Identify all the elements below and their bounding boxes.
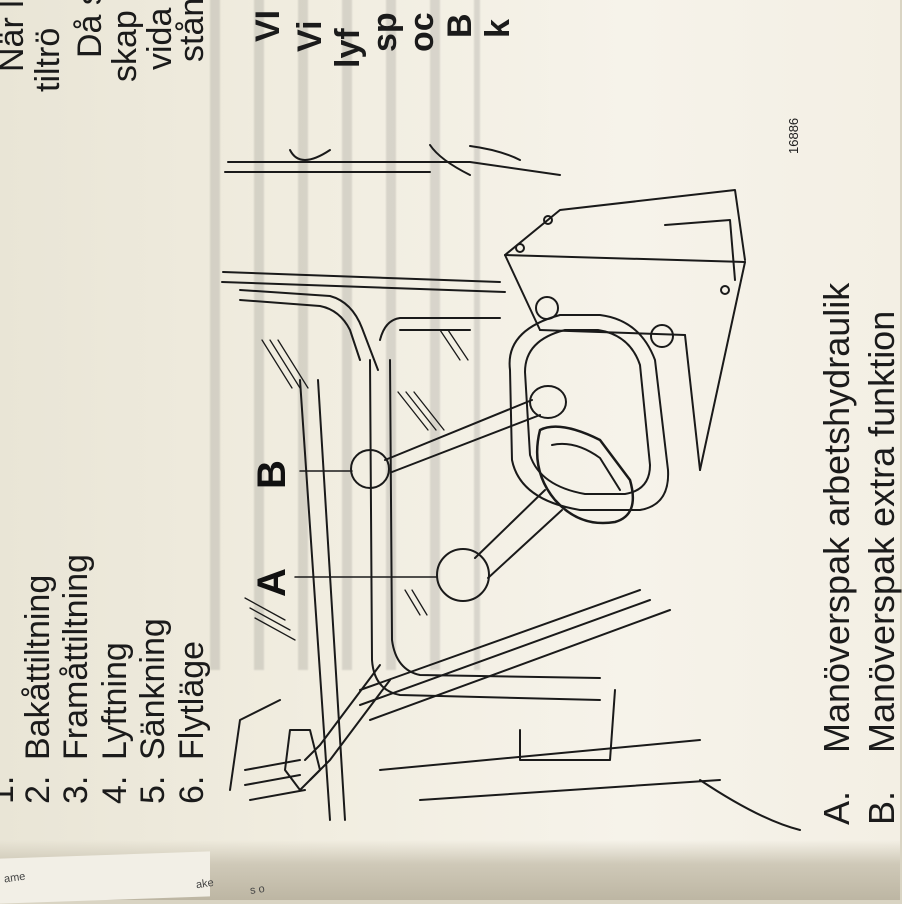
list-item: 2.Bakåttiltning: [19, 574, 57, 804]
column-fragment: tiltrö: [29, 27, 67, 92]
edge-fragment: s o: [249, 883, 266, 897]
column-fragment: B: [441, 13, 479, 38]
column-fragment: skap: [106, 10, 144, 82]
column-fragment: sp: [366, 12, 404, 52]
glass-hatching: [244, 329, 469, 641]
lever-a: [294, 425, 635, 602]
list-item: 5.Sänkning: [134, 618, 172, 804]
bleed-through-text: [190, 0, 480, 670]
list-item: 4.Lyftning: [96, 642, 134, 804]
column-fragment: Vi: [291, 20, 329, 52]
column-heading: VI: [249, 9, 287, 42]
column-fragment: Då s: [71, 0, 109, 58]
edge-fragment: ake: [195, 876, 215, 892]
column-fragment: oc: [403, 12, 441, 52]
lever-base: [508, 314, 670, 511]
legend-item-b: B.Manöverspak extra funktion: [861, 310, 902, 825]
adjacent-page-edge: [0, 851, 210, 904]
column-fragment: lyf: [329, 28, 367, 68]
list-item: 3.Framåttiltning: [57, 554, 95, 804]
list-item: 6.Flytläge: [173, 640, 211, 804]
lever-b: [299, 385, 567, 489]
side-linkage: [244, 664, 801, 831]
column-fragment: stån: [173, 0, 211, 62]
legend-item-a: A.Manöverspak arbetshydraulik: [816, 282, 857, 825]
figure-number: 16886: [786, 117, 801, 154]
column-fragment: k: [479, 19, 517, 38]
